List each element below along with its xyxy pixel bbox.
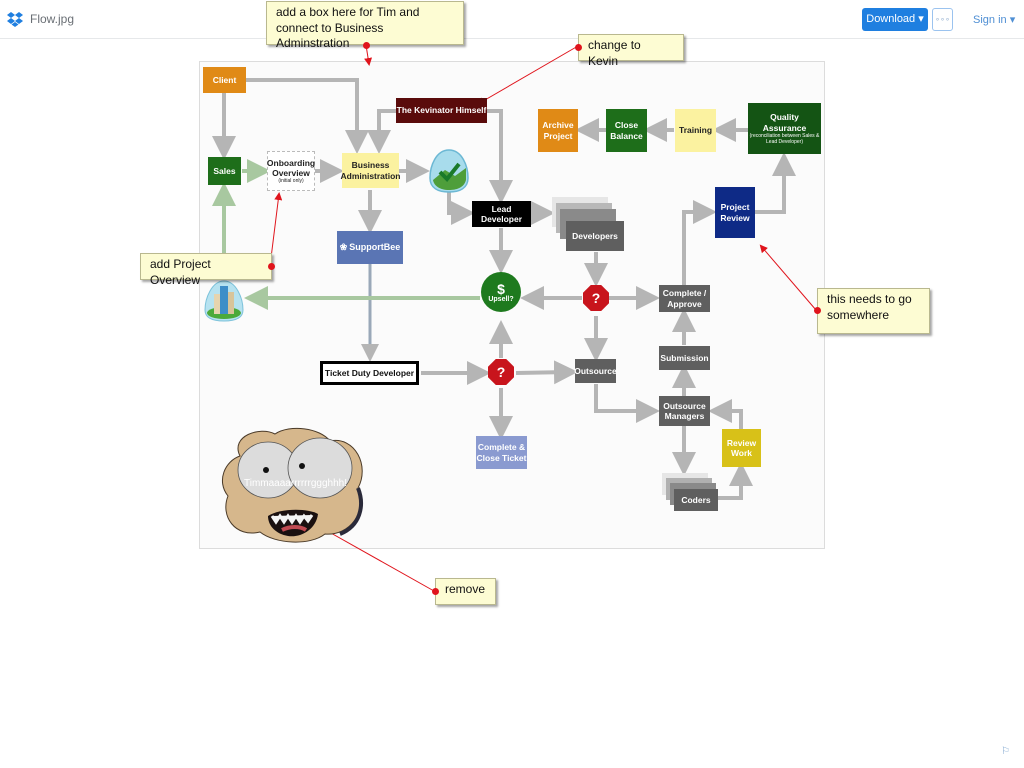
annotation-anchor-dot [432,588,439,595]
annotation-anchor-dot [268,263,275,270]
node-sales: Sales [208,157,241,185]
node-decision-lower: ? [488,359,514,385]
annotation-add-project-overview[interactable]: add Project Overview [140,253,275,287]
node-label: Training [678,125,713,136]
node-label: Lead Developer [480,203,523,224]
node-label: Submission [660,352,709,363]
download-button[interactable]: Download ▾ [862,8,928,31]
node-label: Developers [572,230,618,241]
face-caption: Timmaaaarrrrrrggghhh! [244,478,347,489]
node-kevinator: The Kevinator Himself [396,98,487,123]
node-label: Onboarding Overview [266,157,316,178]
buildings-icon [204,280,244,322]
node-submission: Submission [659,346,710,370]
node-developers-stack: Developers [552,197,624,253]
annotation-text: remove [445,582,486,596]
more-options-button[interactable]: ∘∘∘ [932,8,953,31]
annotation-anchor-dot [363,42,370,49]
node-complete-approve: Complete / Approve [659,285,710,312]
node-label: Coders [681,494,711,505]
annotation-text: this needs to go somewhere [827,292,912,322]
basecamp-icon [429,149,469,193]
annotation-text: change to Kevin [588,38,641,68]
annotation-anchor-dot [575,44,582,51]
node-close-balance: Close Balance [606,109,647,152]
node-supportbee: ❀SupportBee [337,231,403,264]
node-label: The Kevinator Himself [396,105,487,116]
node-label: Project Review [720,202,750,223]
node-complete-close-ticket: Complete & Close Ticket [476,436,527,469]
node-label: Client [212,74,237,85]
node-review-work: Review Work [722,429,761,467]
node-label: SupportBee [349,242,401,253]
annotation-tim-box[interactable]: add a box here for Tim and connect to Bu… [266,1,464,50]
node-label: Quality Assurance [762,112,807,133]
annotation-remove[interactable]: remove [432,578,496,605]
node-ticket-duty-developer: Ticket Duty Developer [320,361,419,385]
cartoon-face-image [222,427,363,543]
question-icon: ? [496,364,506,380]
node-onboarding-overview: Onboarding Overview(initial only) [267,151,315,191]
dollar-icon: $ [497,280,505,297]
node-label: Business Administration [340,160,401,181]
annotation-needs-somewhere[interactable]: this needs to go somewhere [814,288,930,334]
node-sublabel: (initial only) [278,178,304,185]
dropbox-logo-icon[interactable] [7,11,23,27]
node-business-administration: Business Administration [340,153,401,188]
node-client: Client [203,67,246,93]
node-label: Outsource Managers [663,400,706,421]
node-project-review: Project Review [715,187,755,238]
question-icon: ? [591,290,601,306]
node-quality-assurance: Quality Assurance(reconciliation between… [748,103,821,154]
annotation-text: add a box here for Tim and connect to Bu… [276,5,420,51]
sign-in-link[interactable]: Sign in ▾ [973,14,1016,26]
annotation-text: add Project Overview [150,257,211,287]
node-label: Review Work [726,437,757,458]
annotation-anchor-dot [814,307,821,314]
node-outsource: Outsource [574,359,617,383]
node-label: Upsell? [488,295,514,303]
report-flag-icon[interactable]: ⚐ [1001,746,1010,757]
node-label: Archive Project [542,120,574,141]
node-lead-developer: Lead Developer [472,201,531,227]
supportbee-logo-icon: ❀ [339,242,348,253]
node-coders: Coders [674,489,718,511]
node-sublabel: (reconciliation between Sales & Lead Dev… [749,132,820,145]
node-developers: Developers [566,221,624,251]
node-label: Complete & Close Ticket [476,442,527,463]
node-archive-project: Archive Project [538,109,578,152]
node-label: Outsource [574,365,617,376]
node-label: Complete / Approve [662,288,707,309]
node-upsell: $ Upsell? [481,272,521,312]
node-label: Close Balance [610,120,643,141]
node-training: Training [675,109,716,152]
node-coders-stack: Coders [662,473,718,511]
node-outsource-managers: Outsource Managers [659,396,710,426]
node-decision-upper: ? [583,285,609,311]
file-name: Flow.jpg [30,12,75,26]
top-bar: Flow.jpg Download ▾ ∘∘∘ Sign in ▾ [0,0,1024,39]
annotation-change-to-kevin[interactable]: change to Kevin [575,34,684,68]
node-label: Sales [213,165,236,176]
node-label: Ticket Duty Developer [324,367,415,378]
